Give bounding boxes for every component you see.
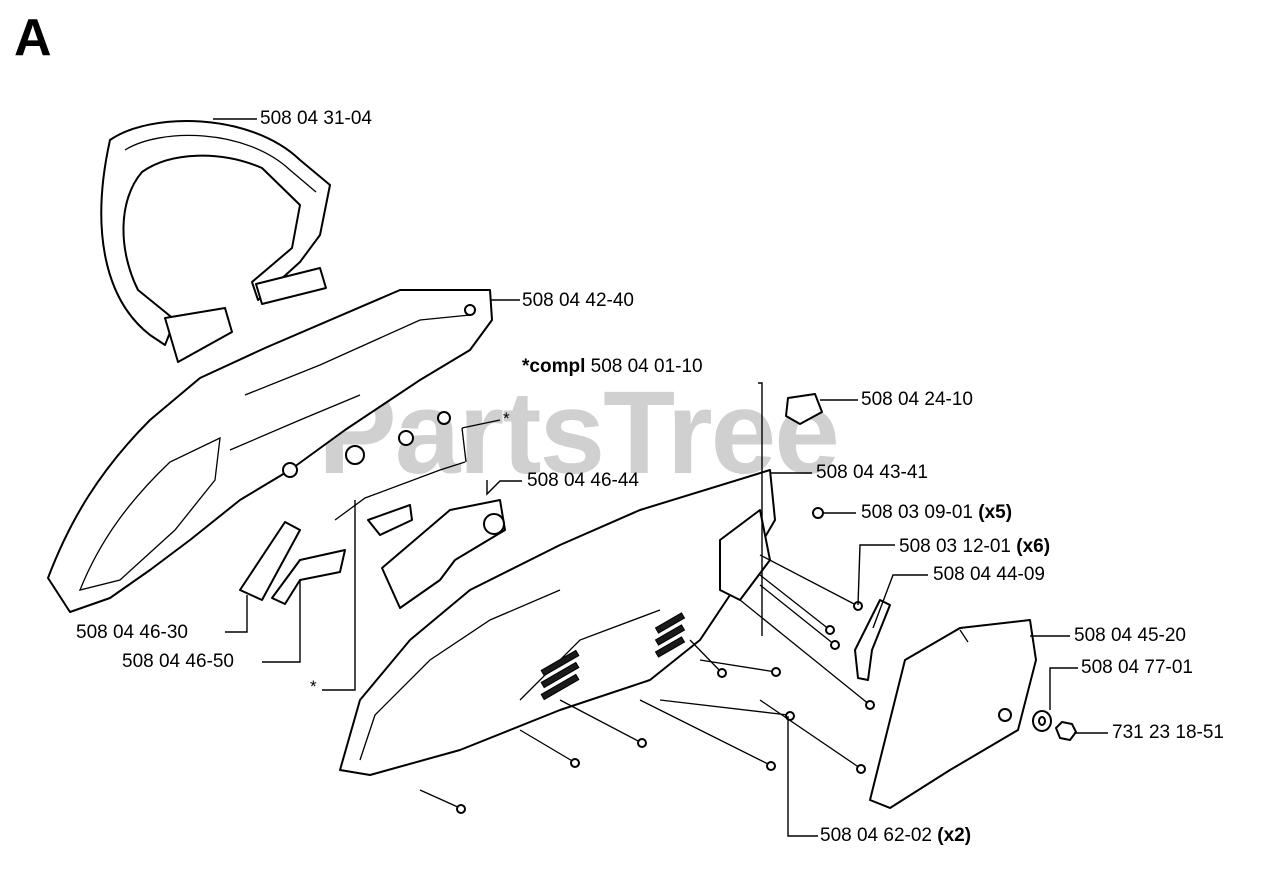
knob-part[interactable] <box>785 393 823 425</box>
washer-part[interactable] <box>1032 710 1052 732</box>
callout-screw-long-number: 508 03 12-01 <box>899 536 1011 557</box>
callout-washer: 508 04 77-01 <box>1081 657 1193 678</box>
callout-knob: 508 04 24-10 <box>861 389 973 410</box>
nut-part[interactable] <box>1055 721 1077 741</box>
spring-plate-part[interactable] <box>854 599 891 681</box>
asterisk-mark-bottom: * <box>310 677 317 696</box>
callout-lever: 508 04 46-44 <box>527 470 639 491</box>
callout-cover: 508 04 43-41 <box>816 462 928 483</box>
vent-slots <box>540 612 686 701</box>
callout-screw-long-qty: (x6) <box>1016 536 1051 557</box>
section-letter: A <box>14 9 52 67</box>
main-cover-part[interactable] <box>339 469 776 776</box>
leader-lines <box>213 118 1108 837</box>
callout-screw-small-number: 508 03 09-01 <box>861 502 973 523</box>
handle-part[interactable] <box>100 120 331 363</box>
callout-screw-bottom-number: 508 04 62-02 <box>820 825 932 846</box>
callout-screw-small: 508 03 09-01 (x5) <box>861 502 1012 524</box>
callout-trigger: 508 04 46-30 <box>76 622 188 643</box>
trigger-part[interactable] <box>239 521 301 601</box>
lockout-part[interactable] <box>271 549 346 605</box>
callout-screw-small-qty: (x5) <box>978 502 1013 523</box>
wire-spring-part[interactable] <box>334 419 501 521</box>
lever-part[interactable] <box>367 499 506 609</box>
callout-compl-prefix: *compl <box>522 356 586 377</box>
callout-screw-long: 508 03 12-01 (x6) <box>899 536 1050 558</box>
callout-side-cover: 508 04 45-20 <box>1074 625 1186 646</box>
housing-part[interactable] <box>47 289 493 613</box>
callout-lockout: 508 04 46-50 <box>122 651 234 672</box>
callout-nut: 731 23 18-51 <box>1112 722 1224 743</box>
callout-housing: 508 04 42-40 <box>522 290 634 311</box>
callout-compl: *compl 508 04 01-10 <box>522 356 703 378</box>
asterisk-mark-top: * <box>503 409 510 428</box>
callout-spring-plate: 508 04 44-09 <box>933 564 1045 585</box>
callout-handle: 508 04 31-04 <box>260 108 372 129</box>
callout-screw-bottom: 508 04 62-02 (x2) <box>820 825 971 847</box>
callout-screw-bottom-qty: (x2) <box>937 825 972 846</box>
small-screw-part[interactable] <box>812 507 824 519</box>
callout-compl-number: 508 04 01-10 <box>590 356 703 377</box>
bottom-screws-part[interactable] <box>419 699 866 814</box>
side-cover-part[interactable] <box>869 619 1037 809</box>
